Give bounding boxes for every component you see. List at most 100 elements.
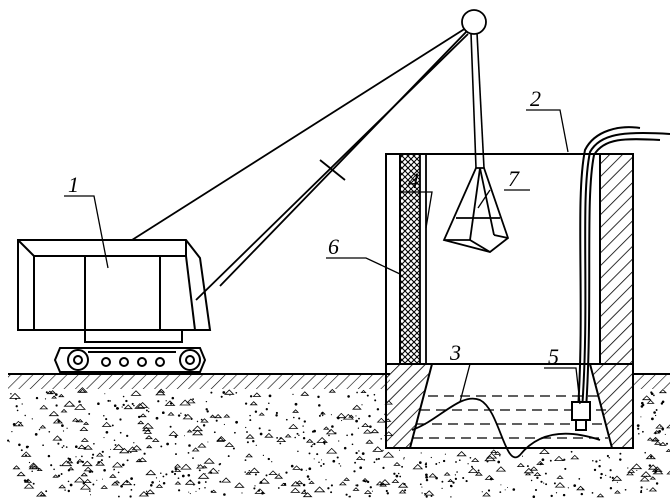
soil-speck (641, 395, 652, 401)
soil-speck (371, 490, 373, 492)
soil-speck (155, 477, 158, 479)
soil-speck (490, 449, 498, 453)
soil-speck (666, 424, 670, 429)
soil-speck (493, 451, 502, 455)
soil-speck (244, 459, 247, 462)
soil-speck (334, 432, 337, 434)
soil-speck (467, 463, 469, 465)
soil-speck (442, 459, 446, 463)
soil-speck (130, 451, 132, 454)
soil-speck (58, 393, 65, 398)
soil-speck (372, 446, 384, 452)
soil-speck (137, 457, 148, 462)
soil-speck (292, 409, 300, 413)
soil-speck (356, 484, 359, 487)
soil-speck (184, 435, 185, 437)
soil-speck (285, 471, 288, 474)
soil-speck (103, 437, 105, 439)
soil-speck (361, 404, 363, 406)
soil-speck (268, 429, 271, 432)
soil-speck (499, 491, 502, 493)
soil-speck (174, 481, 182, 485)
soil-speck (203, 457, 215, 464)
soil-speck (92, 453, 95, 456)
soil-speck (421, 492, 423, 494)
soil-speck (504, 489, 506, 491)
soil-speck (305, 438, 314, 443)
soil-speck (533, 472, 542, 476)
soil-speck (651, 466, 663, 472)
soil-speck (103, 415, 105, 417)
soil-speck (117, 471, 120, 474)
soil-speck (196, 420, 199, 423)
soil-speck (74, 445, 78, 449)
soil-speck (20, 451, 32, 457)
soil-speck (393, 472, 396, 475)
soil-speck (165, 400, 167, 402)
soil-speck (107, 399, 110, 402)
soil-speck (599, 459, 601, 462)
soil-speck (108, 455, 111, 458)
soil-speck (207, 467, 220, 474)
soil-speck (205, 408, 208, 411)
soil-speck (336, 412, 347, 419)
soil-speck (481, 491, 483, 493)
soil-speck (175, 453, 177, 456)
soil-speck (235, 391, 238, 394)
soil-speck (614, 490, 621, 494)
soil-speck (28, 462, 39, 468)
soil-speck (119, 418, 122, 421)
soil-speck (420, 452, 422, 454)
soil-speck (275, 414, 278, 417)
soil-speck (606, 454, 609, 458)
soil-speck (127, 446, 138, 452)
soil-speck (336, 416, 340, 420)
soil-speck (441, 480, 444, 483)
soil-speck (655, 409, 658, 411)
soil-speck (294, 436, 296, 439)
soil-speck (200, 418, 209, 423)
soil-speck (374, 399, 377, 402)
soil-speck (246, 441, 249, 444)
soil-speck (111, 461, 123, 468)
label-caisson: 2 (530, 86, 541, 111)
soil-speck (126, 459, 129, 462)
soil-speck (543, 482, 545, 484)
soil-speck (245, 471, 252, 475)
soil-speck (524, 472, 532, 476)
soil-speck (244, 402, 248, 405)
soil-speck (143, 452, 146, 455)
label-water-soil: 3 (449, 340, 461, 365)
soil-speck (370, 428, 380, 434)
soil-speck (541, 458, 545, 462)
soil-speck (145, 435, 153, 440)
soil-speck (345, 493, 348, 496)
soil-speck (611, 475, 623, 481)
soil-speck (167, 411, 175, 416)
soil-speck (48, 410, 60, 417)
soil-speck (523, 467, 535, 474)
soil-speck (123, 404, 133, 410)
soil-speck (200, 418, 203, 421)
soil-speck (120, 484, 123, 488)
soil-speck (166, 442, 169, 446)
soil-speck (245, 434, 255, 439)
soil-speck (73, 476, 86, 483)
soil-speck (162, 475, 165, 478)
soil-speck (649, 476, 657, 480)
soil-speck (368, 494, 371, 498)
soil-speck (271, 461, 273, 463)
soil-speck (66, 427, 68, 429)
soil-speck (364, 480, 367, 483)
soil-speck (147, 410, 150, 413)
soil-speck (485, 452, 498, 459)
soil-speck (338, 440, 340, 442)
soil-speck (60, 473, 63, 475)
soil-speck (555, 492, 558, 494)
soil-speck (393, 462, 401, 466)
soil-speck (88, 490, 91, 492)
soil-speck (171, 396, 175, 400)
soil-speck (609, 469, 612, 472)
soil-speck (284, 433, 292, 438)
soil-speck (18, 443, 21, 447)
